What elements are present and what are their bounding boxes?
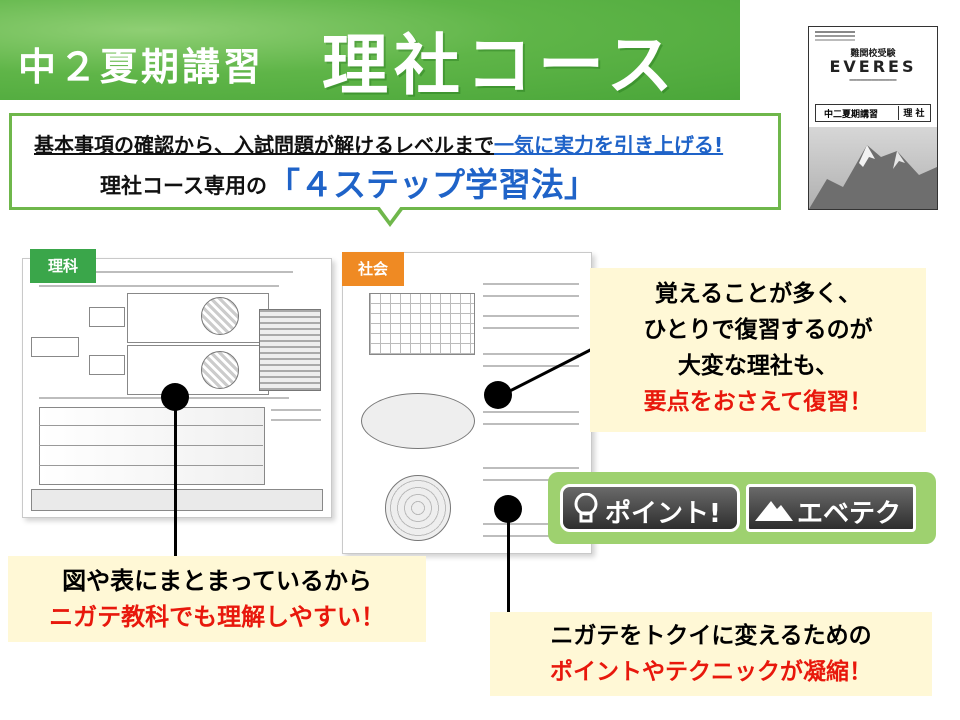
table-rule: [39, 465, 263, 466]
mercator-map: [369, 293, 475, 355]
point-badge-label: ポイント!: [605, 499, 721, 529]
callout-techniques-line-1: ニガテをトクイに変えるための: [550, 623, 872, 649]
cover-fineprint: [815, 31, 855, 33]
connector-dot: [484, 381, 512, 409]
mountain-icon: [755, 501, 793, 521]
table-rule: [39, 425, 263, 426]
evetech-badge: エベテク: [746, 484, 916, 532]
rock-texture-circle: [201, 351, 239, 389]
diagram-box: [127, 293, 269, 343]
callout-review: 覚えることが多く、 ひとりで復習するのが 大変な理社も、 要点をおさえて復習！: [590, 268, 926, 432]
point-badge: ポイント!: [560, 484, 740, 532]
mollweide-map: [361, 393, 475, 449]
intro-line-1-prefix: 基本事項の確認から、入試問題が解けるレベルまで: [34, 133, 494, 157]
text-line: [483, 353, 579, 355]
text-line: [39, 285, 279, 287]
intro-line-2-prefix: 理社コース専用の: [100, 174, 267, 198]
text-line: [483, 283, 579, 285]
diagram-box: [89, 355, 125, 375]
cover-course-label: 中二夏期講習: [824, 110, 879, 120]
callout-review-line-2: ひとりで復習するのが: [643, 317, 873, 343]
callout-techniques-line-2: ポイントやテクニックが凝縮！: [550, 659, 872, 685]
intro-line-1: 基本事項の確認から、入試問題が解けるレベルまで一気に実力を引き上げる!: [34, 129, 723, 158]
text-line: [483, 411, 579, 413]
intro-callout: 基本事項の確認から、入試問題が解けるレベルまで一気に実力を引き上げる! 理社コー…: [9, 113, 781, 210]
cover-fineprint-2: ━━━━━━━━━━━━━: [849, 77, 897, 84]
text-line: [483, 523, 579, 525]
callout-pointer-inner: [379, 206, 401, 221]
callout-diagrams-line-2: ニガテ教科でも理解しやすい！: [49, 603, 385, 631]
lightbulb-icon: [574, 493, 598, 523]
azimuthal-map: [385, 475, 451, 541]
text-line: [271, 419, 321, 421]
callout-diagrams-line-1: 図や表にまとまっているから: [62, 567, 372, 595]
header-subtitle: 中２夏期講習: [18, 45, 265, 89]
text-line: [483, 327, 579, 329]
diagram-box: [127, 345, 269, 395]
callout-review-line-1: 覚えることが多く、: [654, 281, 862, 307]
cover-subject: 理 社: [898, 106, 929, 120]
text-line: [483, 423, 579, 425]
callout-review-line-3: 大変な理社も、: [677, 353, 839, 379]
intro-line-2-highlight: 「４ステップ学習法」: [266, 165, 597, 204]
diagram-box: [89, 307, 125, 327]
text-line: [483, 295, 579, 297]
cover-course-strip: 中二夏期講習 理 社: [815, 104, 931, 122]
text-line: [483, 535, 579, 537]
text-line: [483, 467, 579, 469]
textbook-cover: 難関校受験 EVERES ━━━━━━━━━━━━━ 中二夏期講習 理 社: [808, 26, 938, 210]
callout-techniques: ニガテをトクイに変えるための ポイントやテクニックが凝縮！: [490, 612, 932, 696]
callout-diagrams: 図や表にまとまっているから ニガテ教科でも理解しやすい！: [8, 556, 426, 642]
table-rule: [39, 445, 263, 446]
evetech-badge-label: エベテク: [797, 499, 902, 529]
diagram-box: [31, 337, 79, 357]
header-title: 理社コース: [322, 27, 679, 104]
text-line: [271, 409, 321, 411]
mineral-table: [39, 407, 265, 485]
text-line: [483, 315, 579, 317]
intro-line-1-highlight: 一気に実力を引き上げる!: [494, 133, 724, 157]
cover-series: 難関校受験: [850, 49, 896, 59]
tab-science: 理科: [30, 249, 96, 283]
connector-line: [503, 340, 607, 396]
text-line: [483, 365, 579, 367]
tab-social: 社会: [342, 252, 404, 286]
point-strip: [31, 489, 323, 511]
text-line: [483, 479, 579, 481]
mountain-image: [809, 127, 937, 209]
cover-brand: EVERES: [829, 57, 917, 76]
rock-texture-circle: [201, 297, 239, 335]
volcano-diagram: [259, 309, 321, 391]
connector-line: [174, 400, 177, 558]
intro-line-2: 理社コース専用の「４ステップ学習法」: [100, 158, 597, 206]
callout-review-line-4: 要点をおさえて復習！: [643, 389, 873, 415]
connector-line: [507, 510, 510, 614]
text-line: [93, 271, 293, 273]
header-banner: 中２夏期講習 理社コース: [0, 0, 740, 104]
